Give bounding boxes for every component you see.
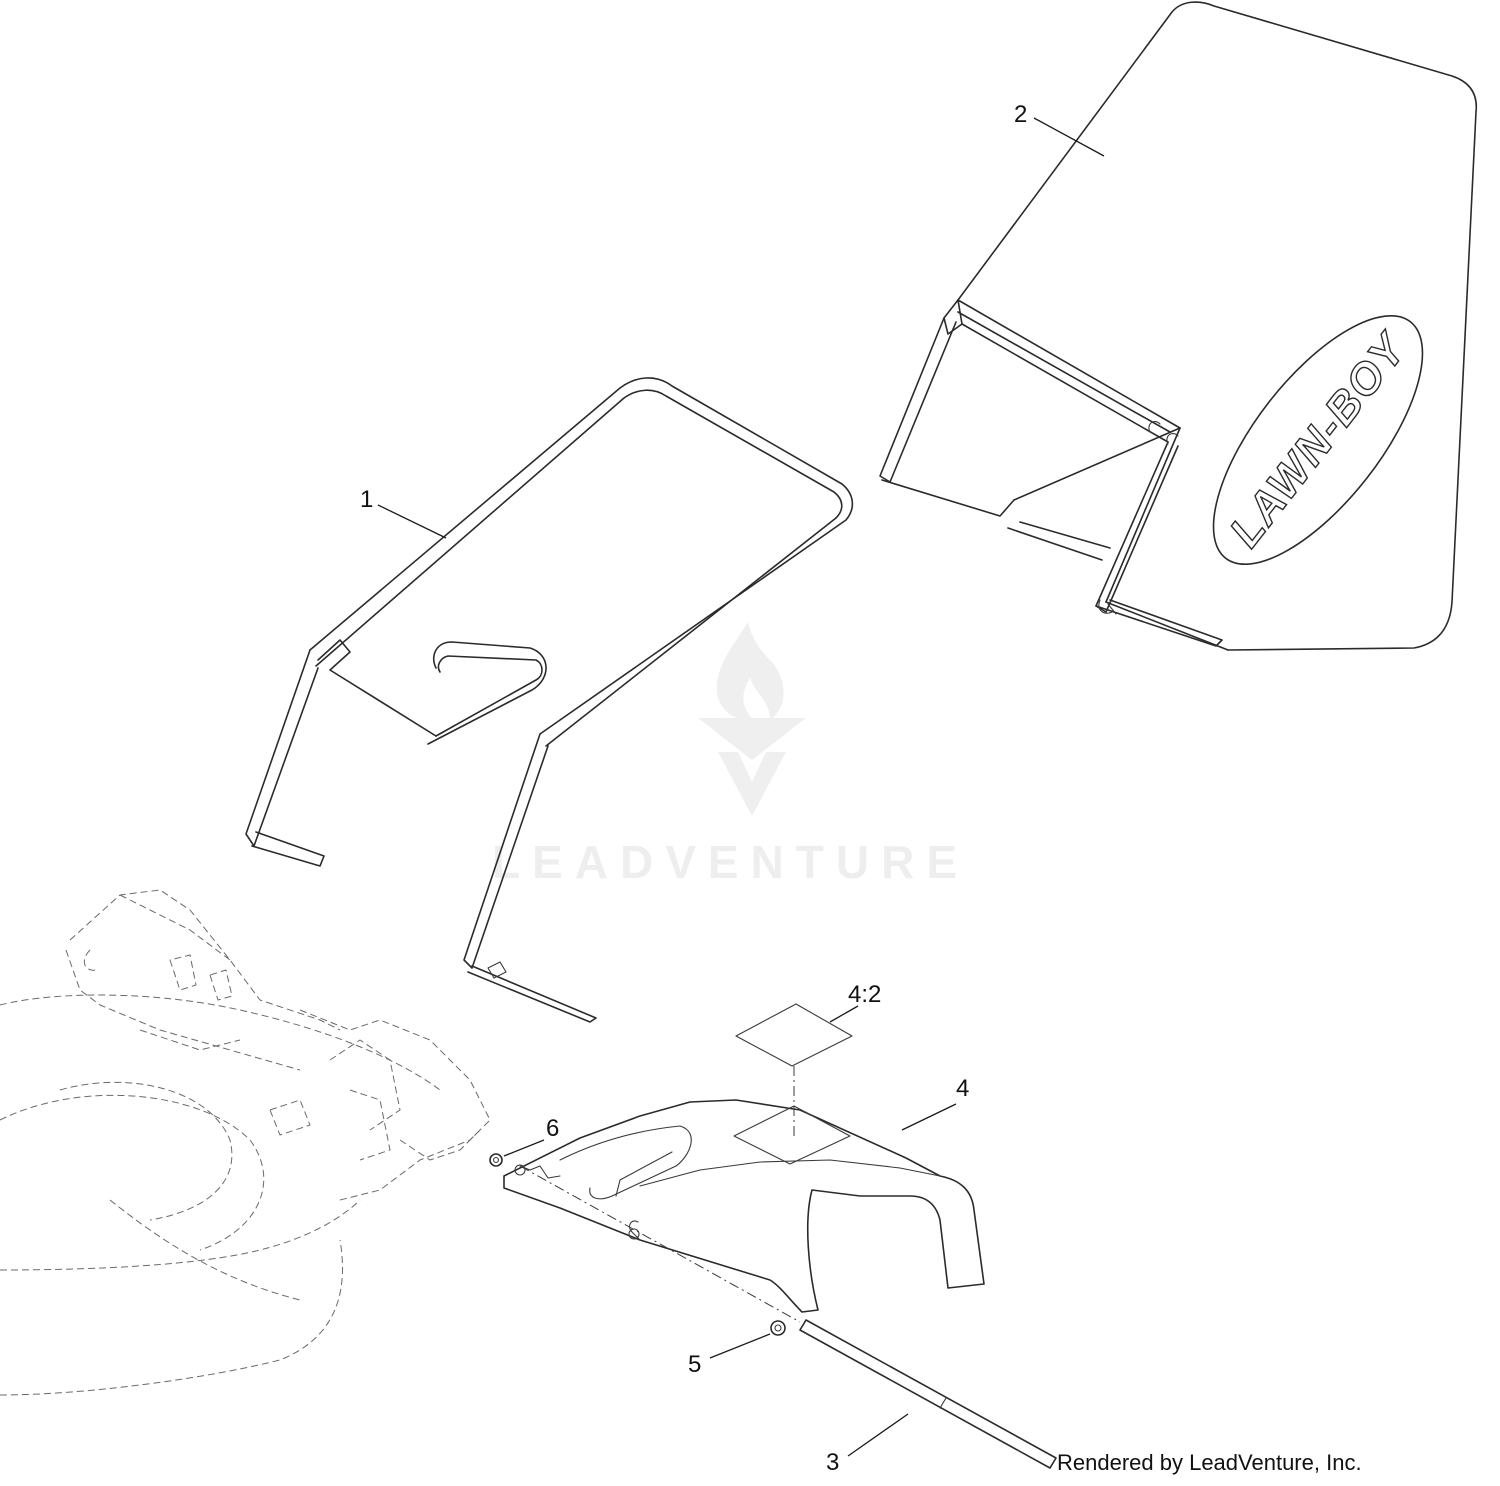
svg-text:2: 2: [1014, 101, 1027, 128]
watermark-flame-icon: [716, 622, 784, 720]
callout-4-2: 4:2: [829, 981, 881, 1023]
callout-2: 2: [1014, 101, 1105, 157]
svg-text:5: 5: [688, 1351, 701, 1378]
callout-4: 4: [901, 1075, 969, 1131]
deflector: [503, 1099, 985, 1313]
callout-5: 5: [688, 1333, 771, 1378]
mower-deck: [0, 889, 491, 1396]
watermark-v-icon: [698, 718, 806, 816]
svg-text:6: 6: [546, 1115, 559, 1142]
bag-logo-oval: [1212, 314, 1424, 566]
svg-text:4: 4: [956, 1075, 969, 1102]
render-credit: Rendered by LeadVenture, Inc.: [1057, 1450, 1362, 1475]
watermark: LEADVENTURE: [492, 622, 969, 888]
bag-logo-text: LAWN-BOY: [1220, 323, 1417, 556]
svg-text:3: 3: [826, 1449, 839, 1476]
hinge-rod: [519, 1165, 1057, 1469]
washer: [770, 1320, 786, 1336]
bag-frame: [245, 377, 854, 1023]
nut: [489, 1153, 503, 1167]
decal: [735, 1003, 853, 1067]
watermark-text: LEADVENTURE: [492, 836, 969, 888]
svg-text:1: 1: [360, 486, 373, 513]
callout-1: 1: [360, 486, 447, 539]
grass-bag: LAWN-BOY: [879, 1, 1478, 651]
callout-3: 3: [826, 1413, 909, 1476]
callout-6: 6: [503, 1115, 559, 1157]
svg-text:4:2: 4:2: [848, 981, 881, 1008]
